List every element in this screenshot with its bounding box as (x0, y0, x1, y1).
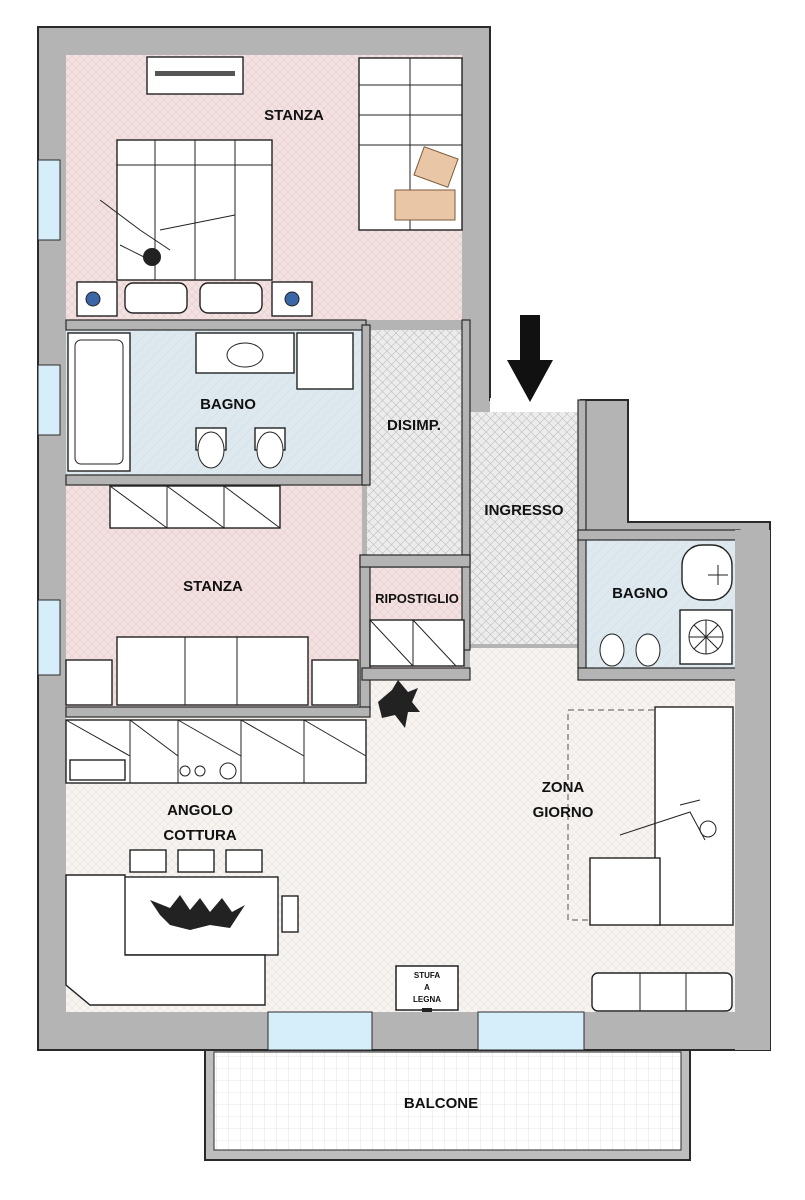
room-ingresso-floor (470, 412, 578, 644)
nightstand-left (76, 281, 118, 317)
window-west-3 (37, 599, 61, 676)
label-angolo-cottura-1: ANGOLO (167, 802, 233, 819)
wall-stanza-bagno (65, 319, 367, 331)
label-zona-giorno-1: ZONA (542, 779, 585, 796)
small-toilet (599, 633, 625, 667)
room-living-floor-upper (370, 648, 578, 680)
label-balcone: BALCONE (404, 1095, 478, 1112)
wall-bagno-small-top (577, 529, 741, 541)
wall-disimp-rip (359, 554, 471, 568)
small-sink (681, 544, 733, 601)
person-icon (99, 199, 236, 266)
wall-rip-bottom (361, 667, 471, 681)
bidet-icon (254, 427, 286, 469)
toilet-icon (195, 427, 227, 469)
label-stanza-mid: STANZA (183, 578, 243, 595)
wardrobe-top (146, 56, 244, 95)
label-bagno-main: BAGNO (200, 396, 256, 413)
entrance-opening (490, 398, 580, 412)
tv-cabinet (591, 972, 733, 1012)
stove-base (422, 1008, 432, 1012)
label-bagno-small: BAGNO (612, 585, 668, 602)
window-west-2 (37, 364, 61, 436)
bathtub (67, 332, 131, 472)
shower-icon (679, 609, 733, 665)
wood-stove (395, 965, 459, 1011)
window-south-2 (477, 1011, 585, 1051)
ripostiglio-shelves (369, 619, 465, 667)
label-stove-1: STUFA (414, 971, 440, 980)
wall-stanza-kitchen (65, 706, 371, 718)
kitchen-sink (69, 759, 126, 781)
corner-bench (65, 874, 266, 1006)
plant-living-icon (378, 680, 420, 728)
label-ingresso: INGRESSO (484, 502, 564, 519)
sofa-bed (65, 636, 359, 706)
wall-bagno-disimp (361, 324, 371, 486)
label-stanza-top: STANZA (264, 107, 324, 124)
label-angolo-cottura-2: COTTURA (163, 827, 236, 844)
wall-bagno-small-bottom (577, 667, 741, 681)
wall-stanza-mid-east (359, 554, 371, 711)
wardrobe-mid (109, 485, 281, 529)
small-bidet (635, 633, 661, 667)
nightstand-right (271, 281, 313, 317)
wall-living-east (735, 530, 770, 1050)
entrance-arrow-icon (507, 315, 553, 402)
person-living-icon (619, 799, 717, 841)
stovetop-icon (179, 762, 237, 780)
bathroom-cabinet (296, 332, 354, 390)
wall-stanza-east (461, 319, 471, 561)
plant-icon (150, 895, 245, 930)
balcony-floor (213, 1051, 682, 1151)
twin-beds (358, 57, 463, 231)
sink-icon (195, 332, 295, 374)
label-ripostiglio: RIPOSTIGLIO (375, 591, 459, 606)
living-sofa (589, 706, 734, 926)
label-disimp: DISIMP. (387, 417, 441, 434)
room-disimp-floor (367, 330, 463, 555)
window-south-1 (267, 1011, 373, 1051)
window-west-1 (37, 159, 61, 241)
label-stove-2: A (424, 983, 430, 992)
wall-bagno-stanza (65, 474, 367, 486)
label-stove-3: LEGNA (413, 995, 441, 1004)
label-zona-giorno-2: GIORNO (533, 804, 594, 821)
